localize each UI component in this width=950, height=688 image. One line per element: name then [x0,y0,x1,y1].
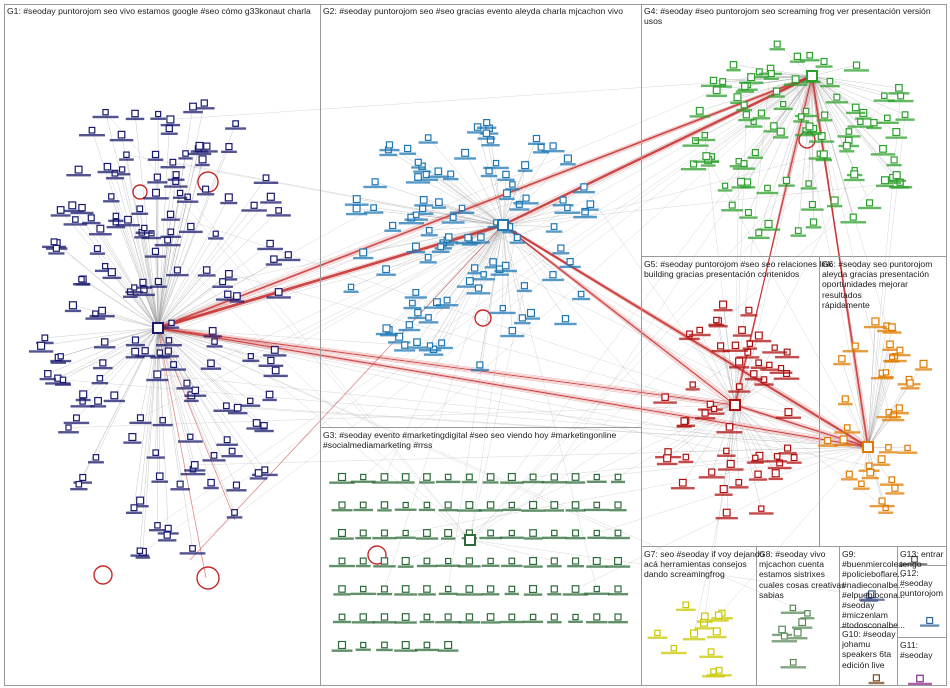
pane-g11 [897,637,947,686]
pane-g5 [641,256,820,547]
pane-g6 [819,256,947,547]
pane-g8 [756,546,840,686]
pane-g3 [320,427,642,686]
pane-g1 [4,4,321,686]
pane-g9 [839,546,898,628]
pane-g2 [320,4,642,428]
pane-g12 [897,565,947,638]
pane-g10 [839,627,898,686]
pane-g13 [897,546,947,566]
pane-g4 [641,4,947,257]
pane-g7 [641,546,757,686]
